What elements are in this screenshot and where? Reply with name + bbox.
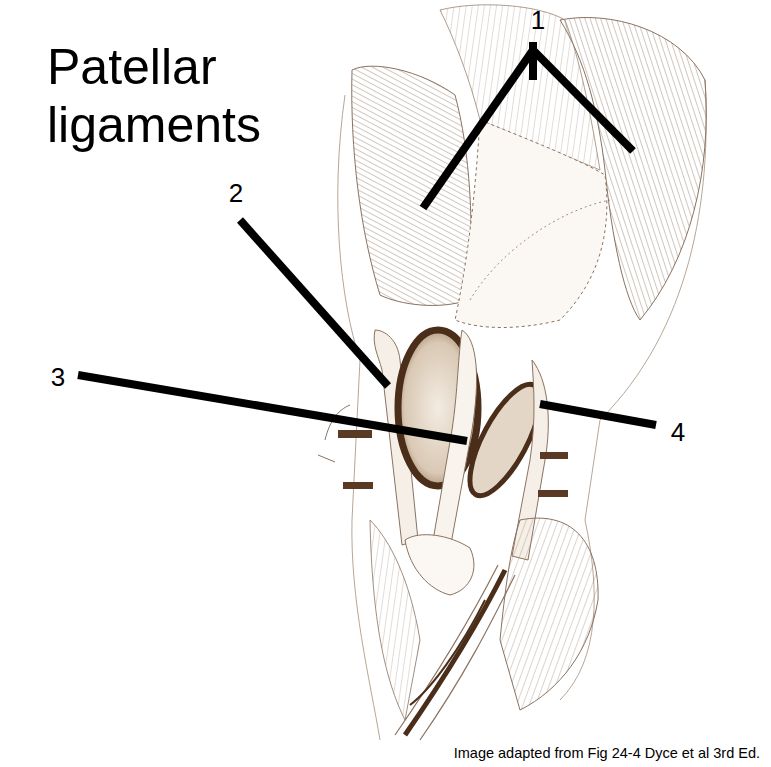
callout-number: 3 (51, 363, 65, 391)
callout-number: 2 (229, 179, 243, 207)
callout-number: 4 (671, 418, 685, 446)
figure-caption: Image adapted from Fig 24-4 Dyce et al 3… (340, 744, 760, 762)
figure-title: Patellar ligaments (47, 38, 317, 154)
callout-number: 1 (531, 6, 545, 34)
